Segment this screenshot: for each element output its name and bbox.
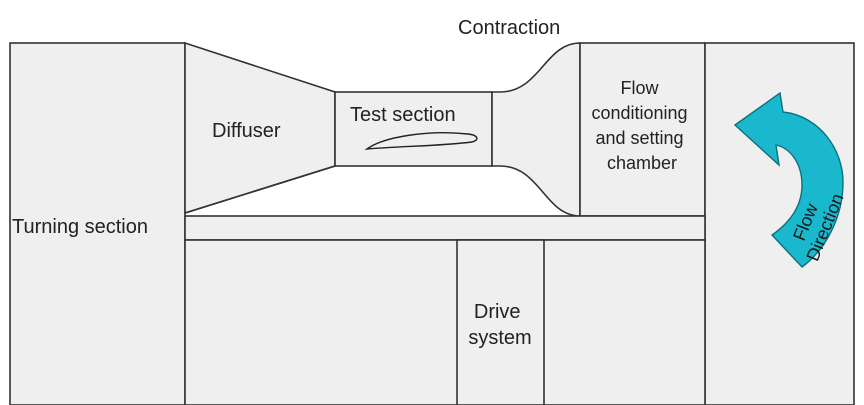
curved-flow-arrow-icon [733, 91, 844, 268]
contraction-label: Contraction [458, 17, 560, 39]
flow-conditioning-line-3: and setting [595, 128, 683, 148]
drive-system-label: Drive system [468, 301, 531, 349]
flow-conditioning-line-1: Flow [620, 78, 659, 98]
airfoil-model-icon [364, 132, 478, 150]
diffuser-lower-edge [184, 165, 336, 214]
diffuser-label: Diffuser [212, 120, 281, 142]
drive-system-region [456, 239, 545, 405]
flow-conditioning-label: Flow conditioning and setting chamber [591, 78, 692, 173]
return-passage-region [184, 215, 706, 241]
flow-conditioning-line-2: conditioning [591, 103, 687, 123]
test-section-label: Test section [350, 104, 456, 126]
turning-section-region [9, 42, 186, 405]
drive-system-line-2: system [468, 327, 531, 349]
turning-section-label: Turning section [12, 216, 148, 238]
drive-system-line-1: Drive [474, 301, 521, 323]
lower-return-region [184, 239, 706, 405]
flow-conditioning-region [579, 42, 706, 217]
contraction-region [491, 42, 581, 217]
flow-conditioning-line-4: chamber [607, 153, 677, 173]
